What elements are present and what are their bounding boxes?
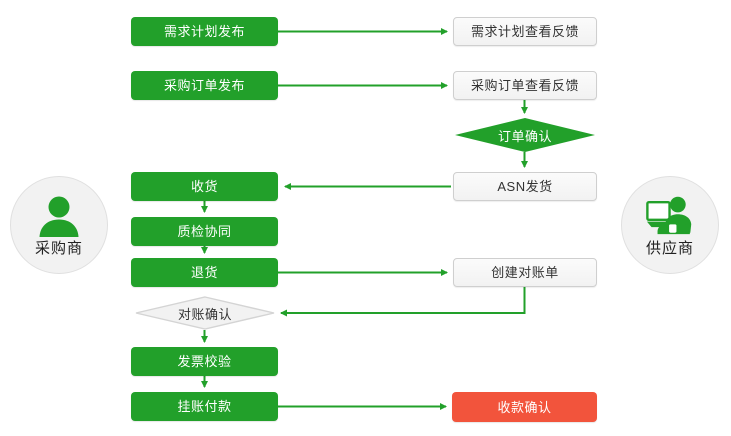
node-order-confirm[interactable]: 订单确认 xyxy=(455,118,595,152)
node-receipt-confirm[interactable]: 收款确认 xyxy=(452,392,597,422)
node-invoice-verify[interactable]: 发票校验 xyxy=(131,347,278,376)
node-create-statement-label: 创建对账单 xyxy=(491,265,559,280)
node-payable-payment-label: 挂账付款 xyxy=(177,399,232,414)
node-demand-plan-publish[interactable]: 需求计划发布 xyxy=(131,17,278,46)
node-quality-collab-label: 质检协同 xyxy=(177,224,232,239)
node-invoice-verify-label: 发票校验 xyxy=(177,354,232,369)
edge-create-statement-to-statement-confirm xyxy=(280,287,526,317)
node-asn-shipment-label: ASN发货 xyxy=(497,179,553,194)
node-demand-plan-feedback-label: 需求计划查看反馈 xyxy=(470,24,579,39)
node-goods-receipt[interactable]: 收货 xyxy=(131,172,278,201)
role-supplier-label: 供应商 xyxy=(645,240,694,257)
statement-confirm-diamond-shape xyxy=(135,296,275,330)
node-payable-payment[interactable]: 挂账付款 xyxy=(131,392,278,421)
node-asn-shipment[interactable]: ASN发货 xyxy=(453,172,597,201)
role-supplier[interactable]: 供应商 xyxy=(621,176,719,274)
node-demand-plan-feedback[interactable]: 需求计划查看反馈 xyxy=(453,17,597,46)
node-quality-collab[interactable]: 质检协同 xyxy=(131,217,278,246)
node-po-feedback-label: 采购订单查看反馈 xyxy=(470,78,579,93)
role-buyer-label: 采购商 xyxy=(34,240,83,257)
node-goods-receipt-label: 收货 xyxy=(190,179,218,194)
node-return-goods-label: 退货 xyxy=(190,265,218,280)
node-statement-confirm[interactable]: 对账确认 xyxy=(135,296,275,330)
node-po-feedback[interactable]: 采购订单查看反馈 xyxy=(453,71,597,100)
person-at-computer-icon xyxy=(646,196,692,235)
node-statement-confirm-label: 对账确认 xyxy=(177,306,232,322)
node-return-goods[interactable]: 退货 xyxy=(131,258,278,287)
node-po-publish-label: 采购订单发布 xyxy=(163,78,245,93)
node-receipt-confirm-label: 收款确认 xyxy=(497,399,552,415)
node-create-statement[interactable]: 创建对账单 xyxy=(453,258,597,287)
order-confirm-diamond-shape xyxy=(455,118,595,152)
person-icon xyxy=(39,196,79,237)
role-buyer[interactable]: 采购商 xyxy=(10,176,108,274)
node-order-confirm-label: 订单确认 xyxy=(497,128,552,144)
node-demand-plan-publish-label: 需求计划发布 xyxy=(163,24,245,39)
node-po-publish[interactable]: 采购订单发布 xyxy=(131,71,278,100)
